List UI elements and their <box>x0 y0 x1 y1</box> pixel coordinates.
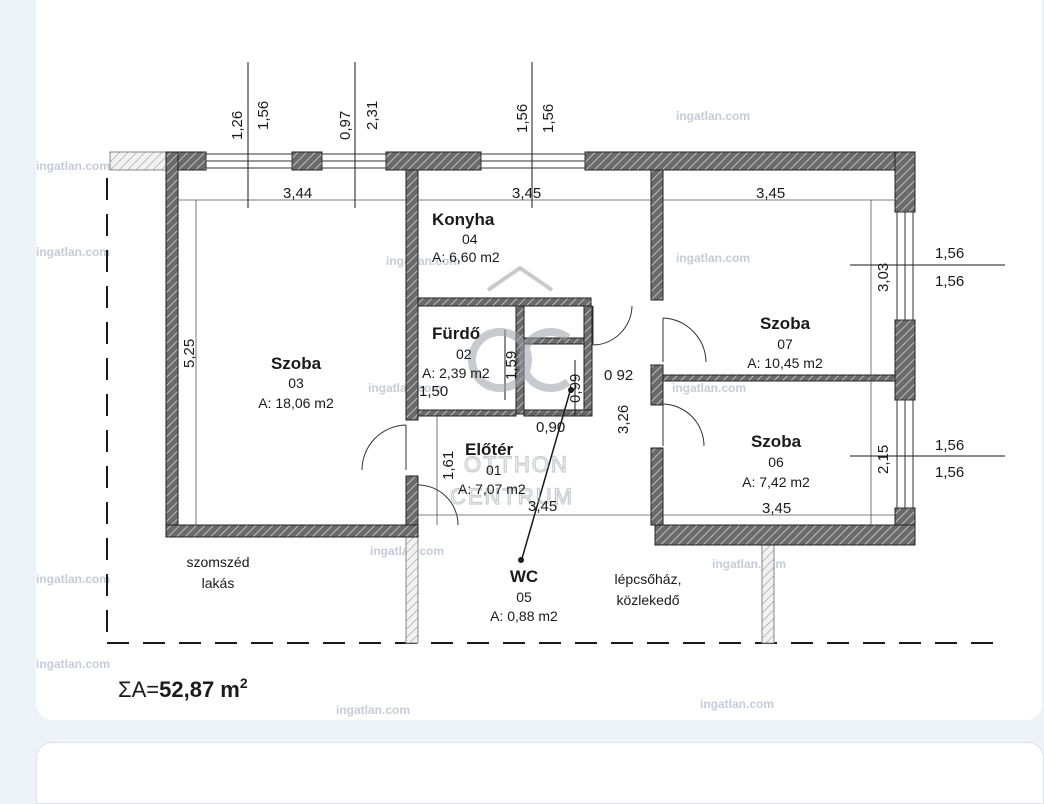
room-area: A: 2,39 m2 <box>422 365 490 381</box>
stairwell-label: lépcsőház, közlekedő <box>615 571 682 608</box>
stair-wall-left <box>405 536 419 644</box>
room-name: Előtér <box>465 440 514 459</box>
dim-label: 3,45 <box>756 185 785 202</box>
stair-wall-right <box>761 536 775 644</box>
room-name: Szoba <box>751 432 802 451</box>
dim-label: 3,45 <box>528 498 557 515</box>
room-area: A: 7,42 m2 <box>742 474 810 490</box>
room-szoba-07: Szoba 07 A: 10,45 m2 <box>747 314 823 371</box>
neighbor-label: szomszéd lakás <box>186 554 249 591</box>
next-card <box>36 742 1044 804</box>
dim-label: 0,99 <box>567 374 584 403</box>
dim-label: 1,56 <box>935 245 964 262</box>
room-number: 02 <box>456 346 472 362</box>
watermark: ingatlan.com <box>36 245 110 259</box>
watermark: ingatlan.com <box>36 572 110 586</box>
windows <box>205 153 914 509</box>
dim-label: 1,56 <box>935 273 964 290</box>
dim-label: 3,03 <box>875 263 892 292</box>
logo-text-otthon: OTTHON <box>464 452 569 477</box>
dim-label: 0 92 <box>604 367 633 384</box>
watermark: ingatlan.com <box>712 557 786 571</box>
dim-label: 3,44 <box>283 185 312 202</box>
room-number: 07 <box>777 336 793 352</box>
floor-plan: ingatlan.com ingatlan.com ingatlan.com i… <box>36 62 1005 717</box>
dim-label: 1,56 <box>540 104 557 133</box>
room-wc: WC 05 A: 0,88 m2 <box>490 567 558 624</box>
total-value: 52,87 m <box>159 677 240 702</box>
dim-label: 1,61 <box>440 451 457 480</box>
total-prefix: ΣA= <box>118 677 159 702</box>
neighbor-label-line2: lakás <box>202 575 235 591</box>
watermark: ingatlan.com <box>368 381 442 395</box>
neighbor-wall <box>109 151 167 171</box>
leader-dot <box>518 557 524 563</box>
room-name: Szoba <box>760 314 811 333</box>
watermark: ingatlan.com <box>676 109 750 123</box>
room-number: 04 <box>462 231 478 247</box>
dim-label: 1,56 <box>935 464 964 481</box>
floor-plan-card: ingatlan.com ingatlan.com ingatlan.com i… <box>36 0 1042 720</box>
dim-label: 1,56 <box>514 104 531 133</box>
room-number: 03 <box>288 375 304 391</box>
dim-label: 2,31 <box>364 101 381 130</box>
room-name: Konyha <box>432 210 495 229</box>
watermarks: ingatlan.com ingatlan.com ingatlan.com i… <box>36 109 786 717</box>
room-number: 06 <box>768 454 784 470</box>
watermark: ingatlan.com <box>36 159 110 173</box>
walls <box>165 151 916 546</box>
dim-label: 3,26 <box>615 405 632 434</box>
room-area: A: 10,45 m2 <box>747 355 823 371</box>
dim-label: 1,56 <box>255 101 272 130</box>
room-szoba-06: Szoba 06 A: 7,42 m2 <box>742 432 810 490</box>
room-konyha: Konyha 04 A: 6,60 m2 <box>432 210 500 265</box>
watermark: ingatlan.com <box>672 381 746 395</box>
total-superscript: 2 <box>240 675 248 691</box>
wc-leader-line <box>520 387 572 563</box>
watermark: ingatlan.com <box>676 251 750 265</box>
dim-label: 0,97 <box>337 111 354 140</box>
stairwell-label-line1: lépcsőház, <box>615 571 682 587</box>
watermark: ingatlan.com <box>700 697 774 711</box>
room-name: Szoba <box>271 354 322 373</box>
room-number: 01 <box>486 462 502 478</box>
room-name: Fürdő <box>432 324 480 343</box>
stairwell-label-line2: közlekedő <box>616 592 679 608</box>
room-szoba-03: Szoba 03 A: 18,06 m2 <box>258 354 334 411</box>
dim-label: 1,59 <box>503 351 520 380</box>
dim-label: 0,90 <box>536 419 565 436</box>
dim-label: 3,45 <box>762 500 791 517</box>
room-area: A: 7,07 m2 <box>458 481 526 497</box>
room-area: A: 18,06 m2 <box>258 395 334 411</box>
room-eloter: Előtér 01 A: 7,07 m2 <box>458 440 526 497</box>
dim-label: 5,25 <box>181 339 198 368</box>
room-number: 05 <box>516 589 532 605</box>
dimension-lines <box>247 62 1005 457</box>
room-area: A: 0,88 m2 <box>490 608 558 624</box>
total-area: ΣA=52,87 m2 <box>118 675 248 702</box>
doors <box>361 305 707 526</box>
leader-dot <box>568 387 574 393</box>
property-boundary <box>106 178 1000 645</box>
neighbor-label-line1: szomszéd <box>186 554 249 570</box>
dim-label: 1,26 <box>229 111 246 140</box>
dim-label: 3,45 <box>512 185 541 202</box>
otthon-centrum-logo: OTTHON CENTRUM <box>449 265 574 510</box>
dim-label: 1,56 <box>935 437 964 454</box>
dim-label: 1,50 <box>419 383 448 400</box>
room-area: A: 6,60 m2 <box>432 249 500 265</box>
room-furdo: Fürdő 02 A: 2,39 m2 <box>422 324 490 381</box>
logo-text-centrum: CENTRUM <box>450 484 574 509</box>
watermark: ingatlan.com <box>386 254 460 268</box>
watermark: ingatlan.com <box>336 703 410 717</box>
dim-label: 2,15 <box>875 445 892 474</box>
room-name: WC <box>510 567 538 586</box>
watermark: ingatlan.com <box>36 657 110 671</box>
